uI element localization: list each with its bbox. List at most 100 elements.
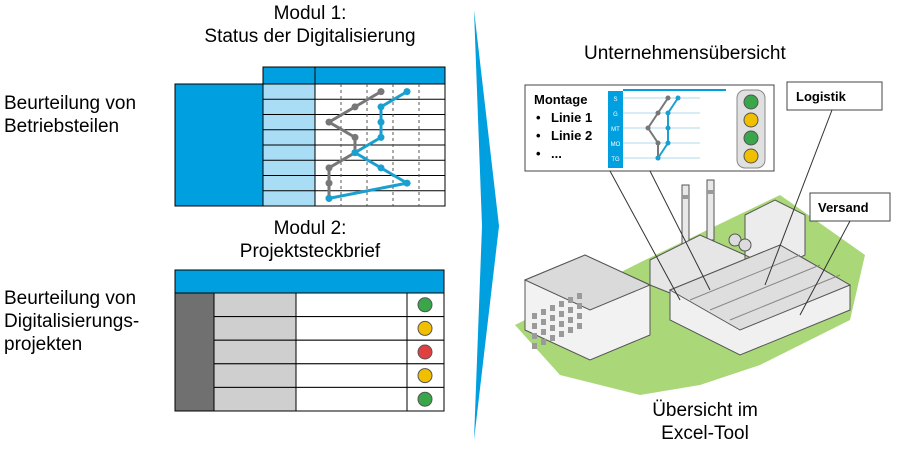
modul2-side-label: Beurteilung von Digitalisierungs- projek…: [4, 287, 139, 356]
modul1-series-point: [351, 149, 359, 157]
office-window: [541, 329, 546, 335]
factory-illustration: [515, 179, 865, 395]
office-window: [568, 317, 573, 323]
modul1-series-point: [377, 88, 385, 96]
status-light-green: [417, 297, 433, 313]
office-window: [577, 303, 582, 309]
overview-caption-line1: Übersicht im: [652, 400, 758, 421]
traffic-light: [736, 89, 766, 169]
modul2-side-label-line3: projekten: [4, 334, 83, 355]
modul2-gray-cell: [213, 316, 297, 341]
dashboard-scale-bar: [608, 91, 623, 168]
modul1-series-point: [403, 179, 411, 187]
modul1-title-line1: Modul 1:: [273, 3, 347, 24]
modul1-series-point: [325, 179, 333, 187]
versand-pointer: [799, 220, 851, 316]
dashboard-series-point: [665, 95, 671, 101]
modul2-gray-cell: [213, 339, 297, 365]
office-window: [577, 323, 582, 329]
modul1-header-cell-1: [262, 66, 316, 85]
modul1-series-point: [403, 88, 411, 96]
dashboard-scale-label: MO: [611, 142, 621, 148]
dashboard-series-point: [645, 125, 651, 131]
status-light-yellow: [417, 368, 433, 384]
dashboard-series-point: [655, 140, 661, 146]
factory-hall-roof: [668, 244, 852, 331]
office-window: [550, 305, 555, 311]
office-window: [532, 343, 537, 349]
logistik-pointer: [764, 109, 833, 286]
modul1-side-label-line2: Betriebsteilen: [4, 116, 120, 137]
modul2-title-line2: Projektsteckbrief: [239, 241, 381, 262]
dashboard-series-point: [665, 125, 671, 131]
status-light-red: [417, 344, 433, 360]
office-window: [568, 327, 573, 333]
dashboard-title: Montage: [534, 92, 587, 107]
modul1-series-point: [377, 103, 385, 111]
modul2-side-label-line1: Beurteilung von: [4, 288, 137, 309]
logistik-label: Logistik: [796, 89, 847, 104]
modul1-side-label-line1: Beurteilung von: [4, 93, 137, 114]
modul2-text-cell: [295, 316, 408, 341]
dashboard-item-bullet: •: [536, 110, 541, 125]
office-window: [532, 323, 537, 329]
dashboard-item: ...: [551, 146, 562, 161]
tank-2: [738, 238, 752, 252]
modul2-header-bar: [174, 269, 445, 294]
office-window: [550, 325, 555, 331]
status-light-yellow: [417, 320, 433, 336]
status-light-green: [417, 391, 433, 407]
dashboard-item: Linie 1: [551, 110, 592, 125]
dashboard-scale-label: G: [613, 112, 618, 118]
dashboard-item: Linie 2: [551, 128, 592, 143]
chimney-2: [706, 179, 715, 241]
dashboard-scale-label: MT: [611, 127, 620, 133]
overview-caption-line2: Excel-Tool: [661, 423, 749, 444]
modul2-side-label-line2: Digitalisierungs-: [4, 311, 140, 332]
dashboard-item-bullet: •: [536, 146, 541, 161]
modul2-text-cell: [295, 339, 408, 365]
modul2-text-cell: [295, 363, 408, 388]
modul1-series: [325, 88, 412, 202]
divider-arrow: [474, 10, 499, 440]
dashboard-series-point: [665, 110, 671, 116]
roof-line-2: [709, 264, 821, 311]
dashboard-series-point: [665, 140, 671, 146]
logistik-callout: Logistik: [764, 81, 883, 286]
office-window: [550, 335, 555, 341]
chimney-1-band: [682, 195, 689, 199]
dashboard-series-point: [655, 155, 661, 161]
office-window: [577, 313, 582, 319]
chimney-2-band: [707, 190, 714, 194]
office-window: [568, 297, 573, 303]
versand-box: [809, 192, 891, 222]
office-window: [541, 309, 546, 315]
office-window: [541, 319, 546, 325]
logistik-box: [786, 81, 883, 111]
traffic-lamp-green: [743, 130, 759, 146]
dashboard-series: [645, 95, 681, 161]
overview-caption: Übersicht im Excel-Tool: [630, 399, 780, 445]
office-window: [568, 307, 573, 313]
modul1-series-point: [377, 164, 385, 172]
dashboard-item-bullet: •: [536, 128, 541, 143]
versand-callout: Versand: [799, 192, 891, 316]
modul2-gray-cell: [213, 363, 297, 388]
office-window: [532, 313, 537, 319]
montage-pointer-1: [649, 170, 711, 291]
versand-label: Versand: [818, 200, 869, 215]
office-windows: [532, 293, 582, 349]
office-window: [577, 293, 582, 299]
modul2-text-cell: [295, 386, 408, 412]
traffic-light-lamps: [743, 94, 759, 164]
modul2-text-cell: [295, 292, 408, 318]
modul2-gray-cell: [213, 292, 297, 318]
modul1-series-point: [325, 164, 333, 172]
modul1-header-cell-2: [314, 66, 446, 85]
modul1-title: Modul 1: Status der Digitalisierung: [160, 2, 460, 48]
modul1-series-point: [377, 118, 385, 126]
modul1-series-point: [351, 103, 359, 111]
dashboard-scale-label: S: [613, 97, 617, 103]
